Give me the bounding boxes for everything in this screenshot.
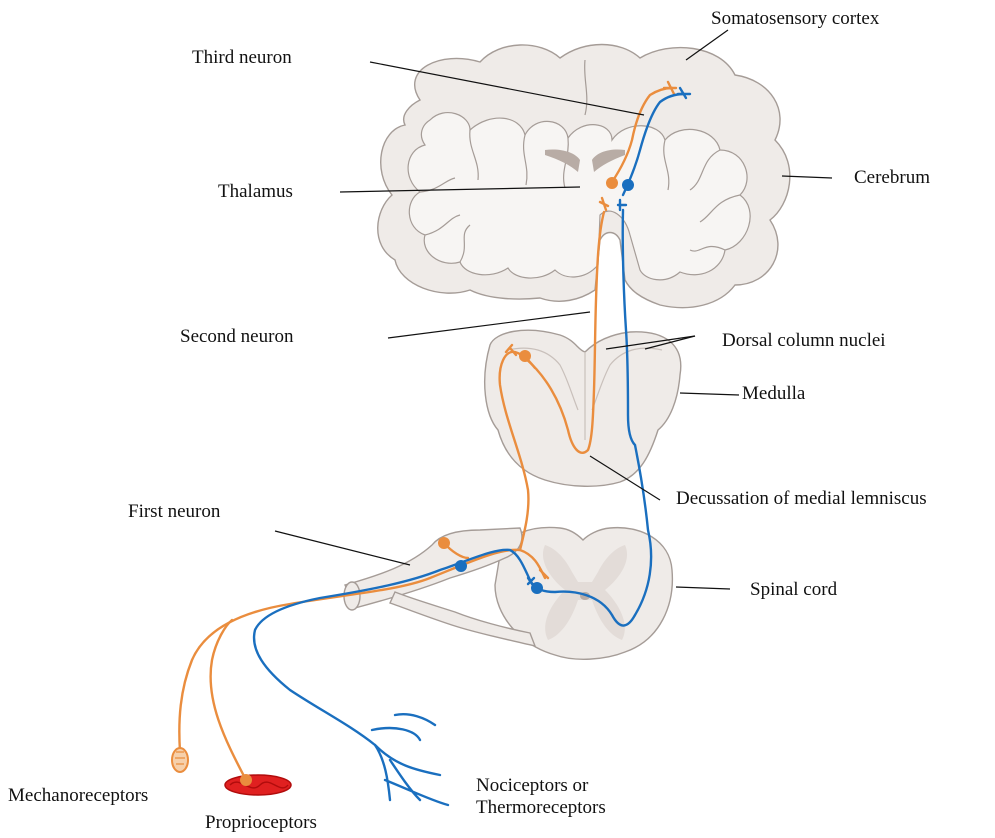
label-spinal-cord: Spinal cord	[750, 579, 837, 601]
thalamus-cell-body-blue	[622, 179, 634, 191]
proprioceptor-illustration	[225, 774, 291, 795]
label-somatosensory-cortex: Somatosensory cortex	[711, 8, 879, 30]
label-third-neuron: Third neuron	[192, 47, 292, 69]
thalamus-cell-body-orange	[606, 177, 618, 189]
dorsal-nucleus-cell-body	[519, 350, 531, 362]
label-medulla: Medulla	[742, 383, 805, 405]
label-second-neuron: Second neuron	[180, 326, 293, 348]
cerebrum-illustration	[378, 45, 790, 308]
label-first-neuron: First neuron	[128, 501, 220, 523]
label-mechanoreceptors: Mechanoreceptors	[8, 785, 148, 807]
label-decussation: Decussation of medial lemniscus	[676, 488, 927, 510]
label-cerebrum: Cerebrum	[854, 167, 930, 189]
label-proprioceptors: Proprioceptors	[205, 812, 317, 834]
first-neuron-cell-body-blue	[455, 560, 467, 572]
label-dorsal-column-nuclei: Dorsal column nuclei	[722, 330, 886, 352]
label-thalamus: Thalamus	[218, 181, 293, 203]
label-nociceptors: Nociceptors or Thermoreceptors	[476, 775, 651, 819]
